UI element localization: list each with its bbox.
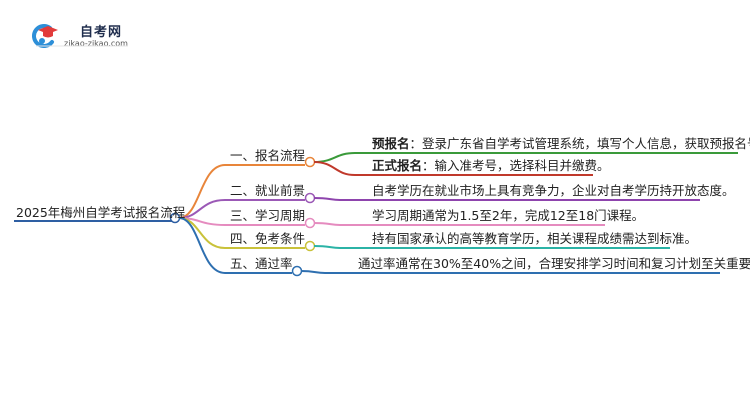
branch-label-1: 一、报名流程 <box>230 148 306 163</box>
branch-node-1 <box>304 156 316 168</box>
leaf-body-1a: ：登录广东省自学考试管理系统，填写个人信息，获取预报名号。 <box>409 136 750 151</box>
leaf-text-3: 学习周期通常为1.5至2年，完成12至18门课程。 <box>372 208 645 223</box>
leaf-link-1a <box>313 152 356 163</box>
branch-label-2: 二、就业前景 <box>230 183 306 198</box>
leaf-text-4: 持有国家承认的高等教育学历，相关课程成绩需达到标准。 <box>372 231 698 246</box>
branch-node-4 <box>304 240 316 252</box>
branch-label-3: 三、学习周期 <box>230 208 306 223</box>
mindmap-root: 2025年梅州自学考试报名流程 <box>16 205 186 220</box>
leaf-text-2: 自考学历在就业市场上具有竞争力，企业对自考学历持开放态度。 <box>372 183 735 198</box>
leaf-link-1b <box>313 161 356 176</box>
leaf-link-3 <box>313 222 341 226</box>
leaf-link-4 <box>313 245 341 249</box>
graduation-cap-c-logo-icon <box>32 24 58 48</box>
branch-link-1 <box>178 164 226 219</box>
branch-node-3 <box>304 217 316 229</box>
leaf-text-1b: 正式报名：输入准考号，选择科目并缴费。 <box>372 158 610 174</box>
leaf-link-5 <box>300 270 326 274</box>
logo-title: 自考网 <box>80 25 123 40</box>
logo-url: zikao-zikao.com <box>64 39 128 48</box>
site-logo[interactable]: 自考网 zikao-zikao.com <box>30 20 140 50</box>
branch-link-5 <box>178 217 226 274</box>
leaf-text-5: 通过率通常在30%至40%之间，合理安排学习时间和复习计划至关重要。 <box>358 256 750 271</box>
branch-label-4: 四、免考条件 <box>230 231 306 246</box>
leaf-bold-1a: 预报名 <box>372 136 410 151</box>
branch-node-5 <box>291 265 303 277</box>
leaf-text-1a: 预报名：登录广东省自学考试管理系统，填写个人信息，获取预报名号。 <box>372 136 750 152</box>
leaf-link-2 <box>313 197 341 201</box>
branch-node-2 <box>304 192 316 204</box>
leaf-bold-1b: 正式报名 <box>372 158 423 173</box>
branch-label-5: 五、通过率 <box>230 256 293 271</box>
leaf-body-1b: ：输入准考号，选择科目并缴费。 <box>422 158 610 173</box>
